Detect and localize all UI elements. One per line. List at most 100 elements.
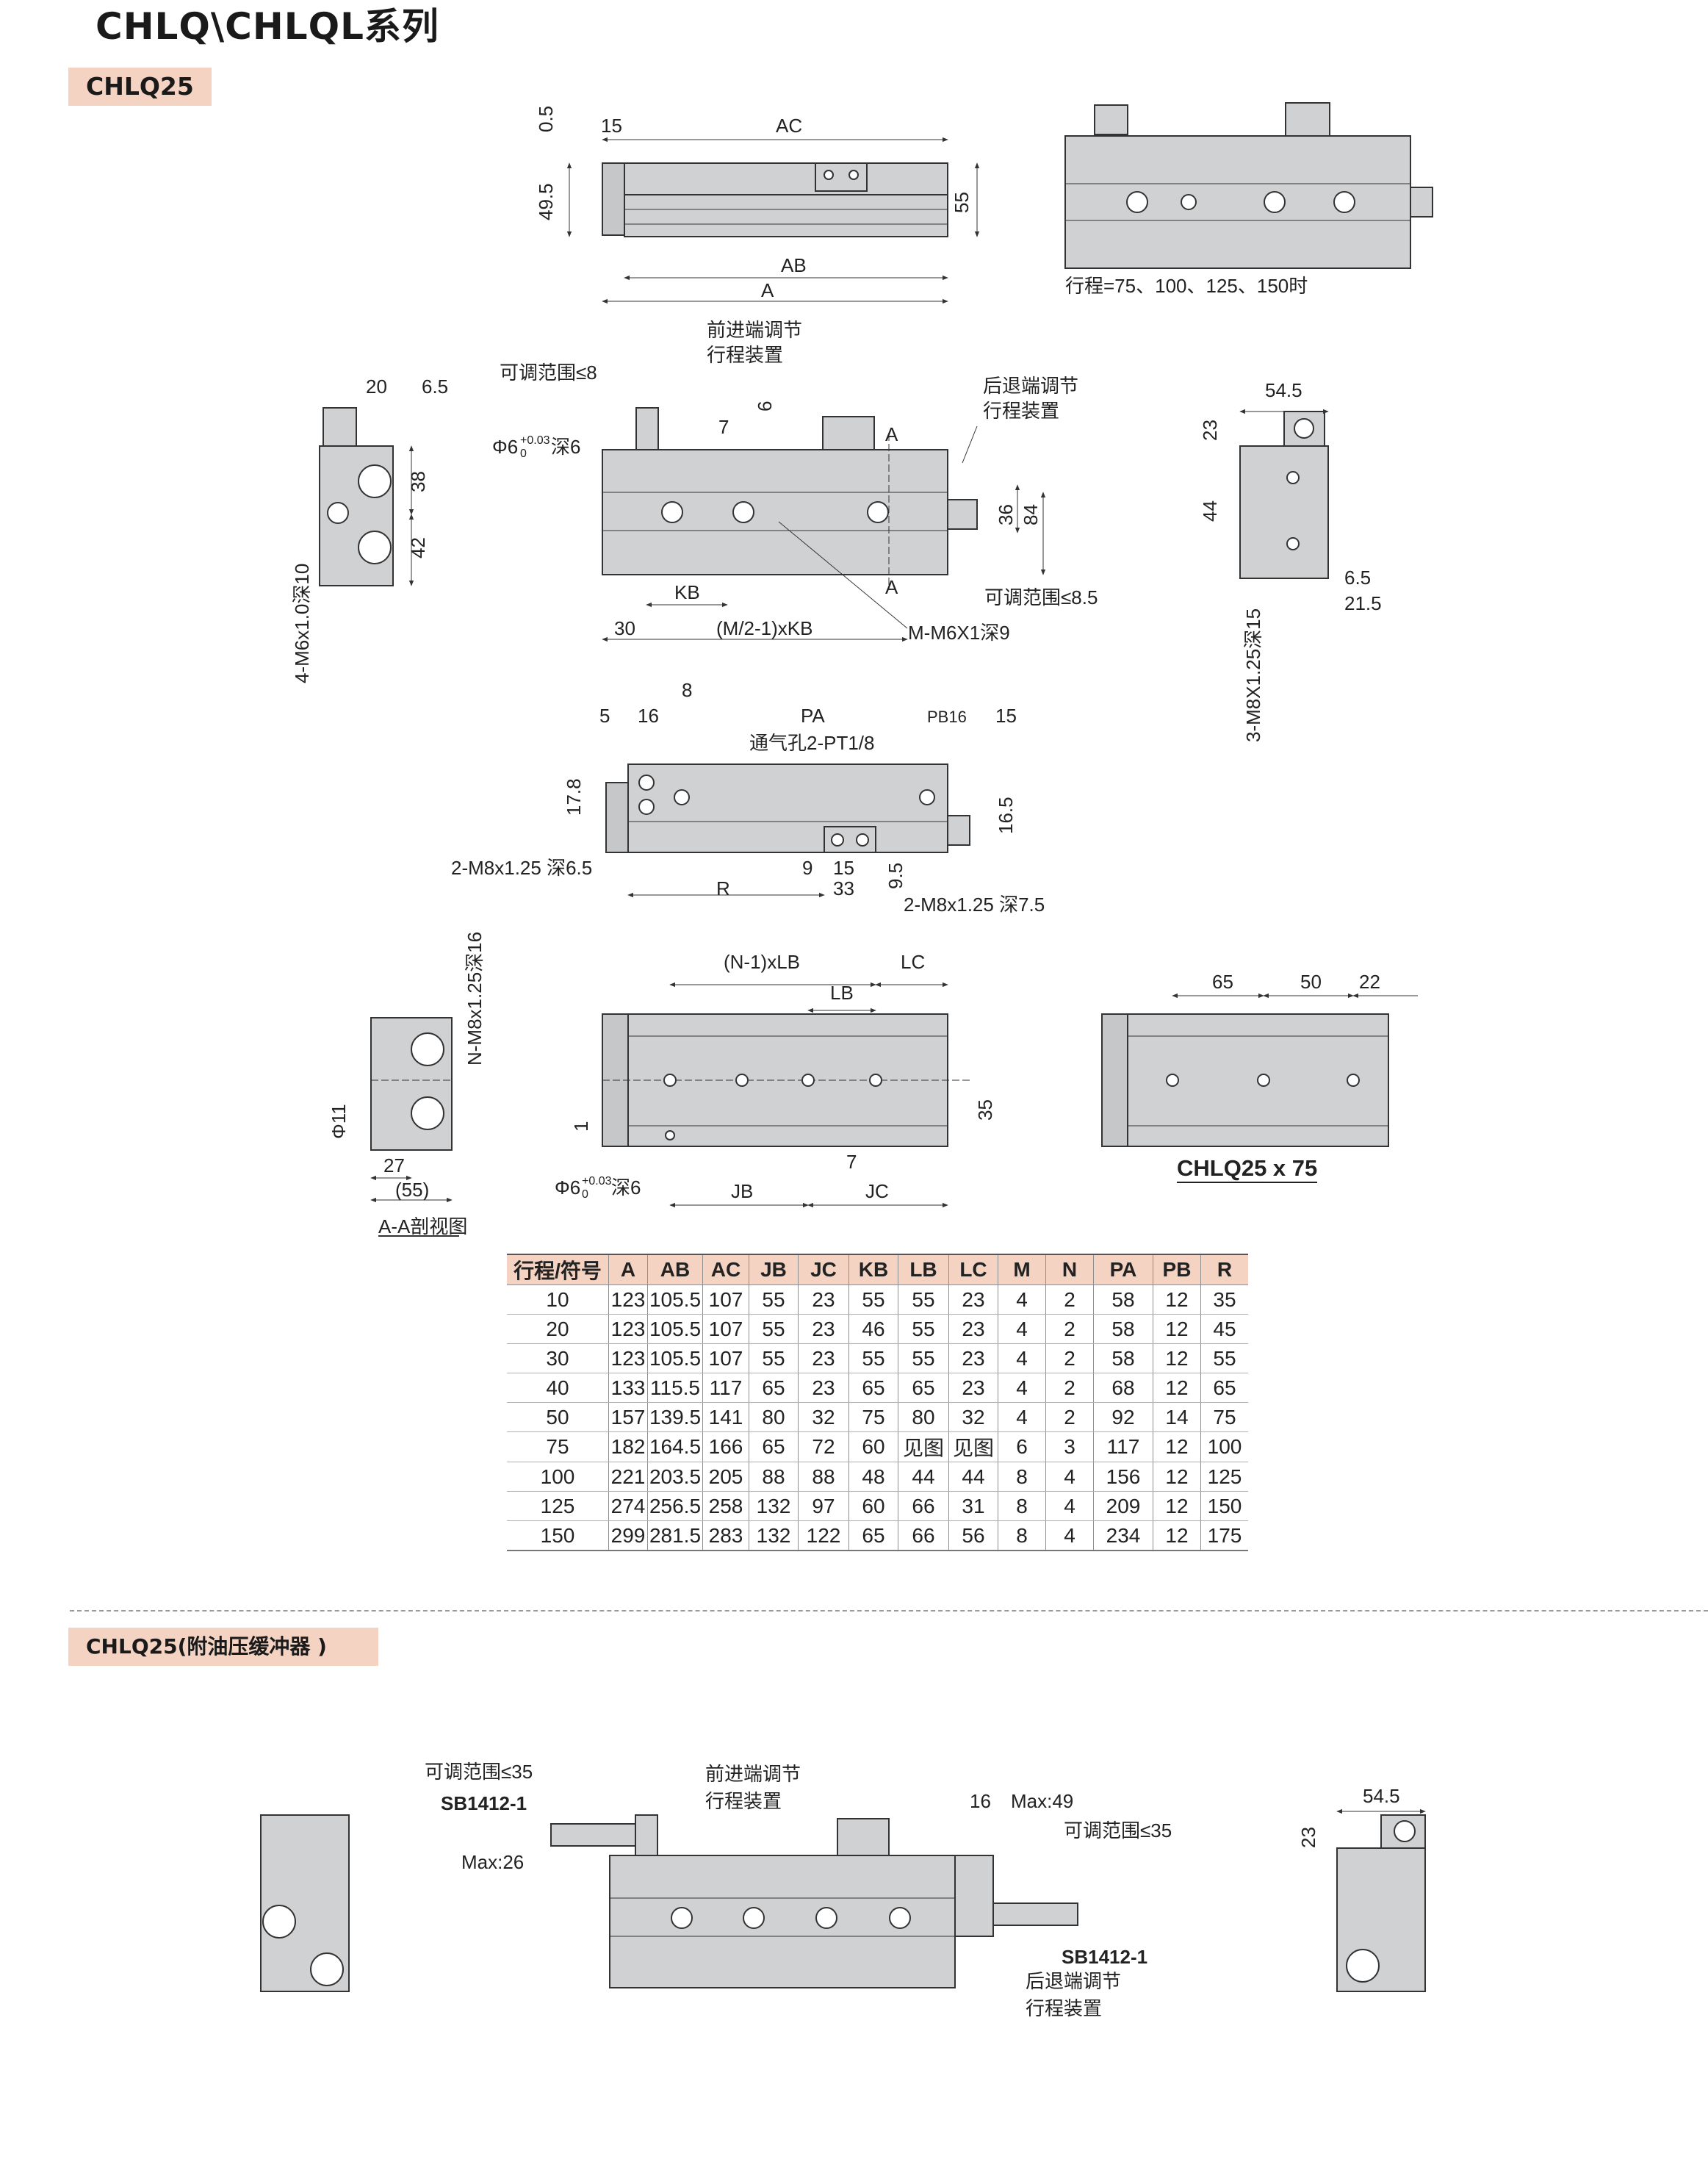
table-header-cell: JC — [798, 1254, 849, 1285]
table-cell: 4 — [1045, 1462, 1094, 1492]
table-cell: 60 — [848, 1491, 898, 1521]
table-cell: 123 — [608, 1343, 648, 1373]
table-cell: 80 — [749, 1402, 799, 1432]
table-cell: 23 — [948, 1373, 998, 1403]
table-row-stroke: 100 — [507, 1462, 609, 1492]
dim-84: 84 — [1020, 504, 1042, 525]
buf-sb-right: SB1412-1 — [1062, 1946, 1147, 1968]
dim-7: 7 — [718, 416, 729, 438]
table-cell: 31 — [948, 1491, 998, 1521]
table-row-stroke: 30 — [507, 1343, 609, 1373]
phi6-tol-low: 0 — [520, 448, 527, 460]
table-cell: 72 — [798, 1431, 849, 1462]
dim-30: 30 — [614, 617, 635, 639]
left-dim-20: 20 — [366, 376, 387, 398]
table-header-cell: R — [1200, 1254, 1248, 1285]
table-cell: 4 — [998, 1314, 1046, 1344]
table-cell: 46 — [848, 1314, 898, 1344]
dim-6: 6 — [754, 401, 776, 412]
table-cell: 12 — [1153, 1373, 1201, 1403]
section-divider — [70, 1610, 1708, 1612]
sec-jc: JC — [865, 1180, 889, 1202]
side-dim-178: 17.8 — [563, 778, 585, 816]
table-cell: 23 — [798, 1373, 849, 1403]
front-view-top — [566, 137, 980, 304]
buf-adv-device: 行程装置 — [705, 1790, 782, 1812]
table-cell: 44 — [948, 1462, 998, 1492]
table-cell: 见图 — [898, 1431, 949, 1462]
table-cell: 8 — [998, 1462, 1046, 1492]
table-cell: 32 — [948, 1402, 998, 1432]
table-cell: 100 — [1200, 1431, 1248, 1462]
right-dim-23: 23 — [1199, 420, 1221, 441]
dim-55: 55 — [951, 192, 973, 213]
table-cell: 65 — [898, 1373, 949, 1403]
buffer-left-view — [260, 1814, 350, 1992]
table-cell: 12 — [1153, 1491, 1201, 1521]
table-cell: 283 — [702, 1520, 749, 1551]
table-row-stroke: 150 — [507, 1520, 609, 1551]
table-cell: 2 — [1045, 1284, 1094, 1315]
table-cell: 12 — [1153, 1343, 1201, 1373]
table-cell: 133 — [608, 1373, 648, 1403]
right-dim-545: 54.5 — [1265, 379, 1302, 401]
table-cell: 117 — [1093, 1431, 1153, 1462]
table-cell: 58 — [1093, 1284, 1153, 1315]
side-dim-5: 5 — [599, 705, 610, 727]
table-cell: 164.5 — [647, 1431, 703, 1462]
table-cell: 166 — [702, 1431, 749, 1462]
table-cell: 274 — [608, 1491, 648, 1521]
table-row-stroke: 40 — [507, 1373, 609, 1403]
table-row-stroke: 75 — [507, 1431, 609, 1462]
table-cell: 23 — [798, 1314, 849, 1344]
table-cell: 115.5 — [647, 1373, 703, 1403]
sec-phi6-tol: +0.03 — [582, 1175, 612, 1187]
table-cell: 12 — [1153, 1462, 1201, 1492]
buf-ret-adjust: 后退端调节 — [1026, 1970, 1121, 1992]
table-cell: 205 — [702, 1462, 749, 1492]
side-dim-pb16: PB16 — [927, 708, 967, 726]
x75-dim-50: 50 — [1300, 971, 1322, 993]
buf-dim-16: 16 — [970, 1790, 991, 1812]
buf-range35-left: 可调范围≤35 — [425, 1761, 533, 1783]
sec-lb: LB — [830, 982, 854, 1004]
buf-ret-device: 行程装置 — [1026, 1997, 1102, 2019]
table-header-cell: M — [998, 1254, 1046, 1285]
table-cell: 32 — [798, 1402, 849, 1432]
spec-table: 行程/符号 A AB AC JB JC KB LB LC M N PA PB R… — [507, 1254, 1248, 1551]
table-row-stroke: 20 — [507, 1314, 609, 1344]
buf-max26: Max:26 — [461, 1851, 524, 1873]
dim-a: A — [761, 279, 774, 301]
table-cell: 60 — [848, 1431, 898, 1462]
side-dim-95: 9.5 — [884, 863, 907, 889]
table-cell: 221 — [608, 1462, 648, 1492]
table-header-cell: JB — [749, 1254, 799, 1285]
left-end-view — [319, 407, 414, 586]
table-cell: 55 — [898, 1284, 949, 1315]
table-cell: 55 — [898, 1314, 949, 1344]
table-cell: 55 — [1200, 1343, 1248, 1373]
table-cell: 4 — [1045, 1520, 1094, 1551]
table-cell: 55 — [749, 1314, 799, 1344]
table-cell: 4 — [998, 1373, 1046, 1403]
table-cell: 122 — [798, 1520, 849, 1551]
side-dim-16: 16 — [638, 705, 659, 727]
side-dim-r: R — [716, 877, 730, 899]
table-cell: 281.5 — [647, 1520, 703, 1551]
sec-phi6: Φ6 — [555, 1176, 580, 1199]
right-m8-note: 3-M8X1.25深15 — [1242, 608, 1264, 742]
table-cell: 141 — [702, 1402, 749, 1432]
sec-35: 35 — [974, 1099, 996, 1121]
dim-05: 0.5 — [535, 106, 557, 132]
table-cell: 66 — [898, 1520, 949, 1551]
table-cell: 182 — [608, 1431, 648, 1462]
table-cell: 55 — [848, 1343, 898, 1373]
table-row-stroke: 10 — [507, 1284, 609, 1315]
table-header-cell: 行程/符号 — [507, 1254, 609, 1285]
table-cell: 8 — [998, 1491, 1046, 1521]
table-cell: 97 — [798, 1491, 849, 1521]
table-cell: 88 — [798, 1462, 849, 1492]
table-header-cell: A — [608, 1254, 648, 1285]
